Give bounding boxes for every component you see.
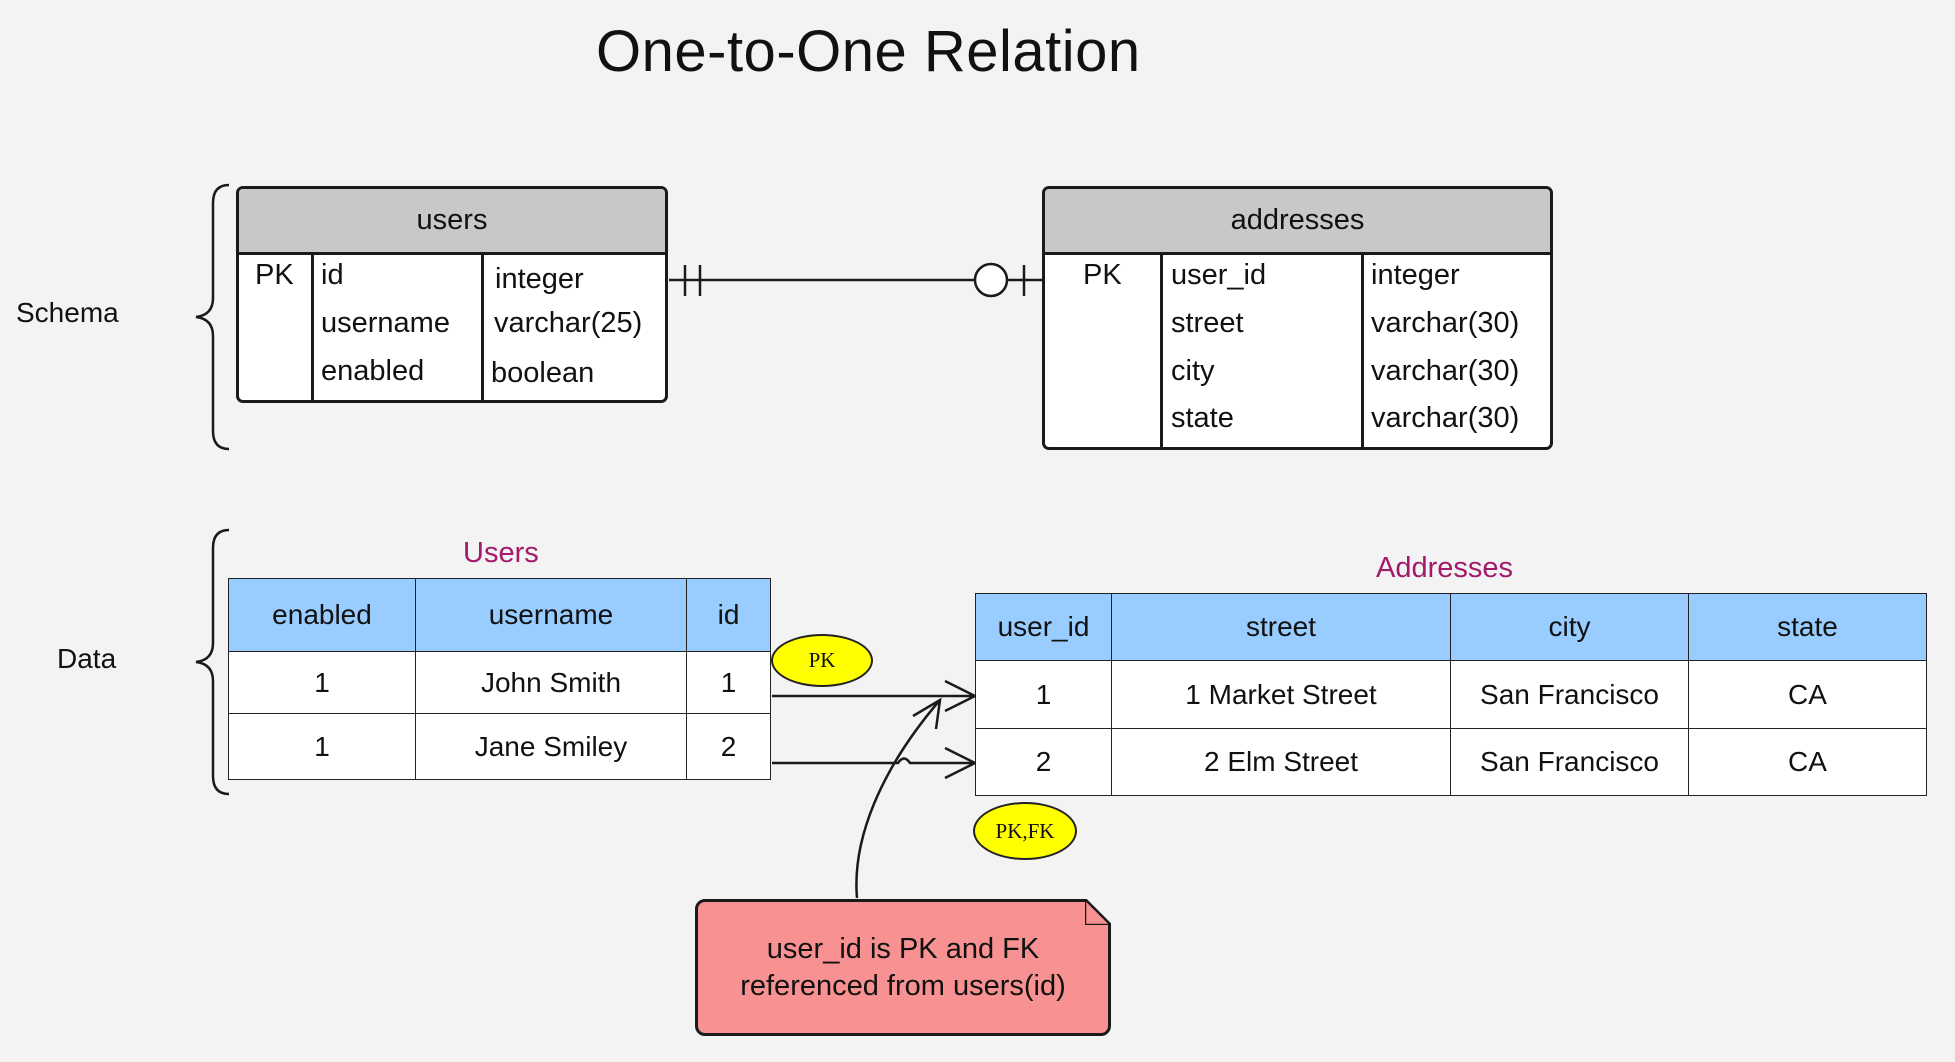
table-header-row: enabled username id	[228, 578, 771, 652]
table-cell: Jane Smiley	[415, 713, 687, 780]
table-cell: John Smith	[415, 651, 687, 714]
users-entity-header: users	[239, 189, 665, 255]
addresses-table-caption: Addresses	[1376, 552, 1514, 584]
table-cell: 2	[686, 713, 771, 780]
users-column-enabled: enabled	[321, 355, 425, 387]
note-pointer-curve	[855, 699, 941, 899]
row2-reference-line	[772, 757, 975, 765]
column-header-city: city	[1450, 593, 1689, 661]
addresses-entity-divider-2	[1361, 255, 1364, 447]
data-label: Data	[57, 643, 117, 674]
zero-optional-circle	[973, 262, 1009, 298]
table-cell: 2 Elm Street	[1111, 728, 1451, 796]
page-title: One-to-One Relation	[596, 19, 1141, 84]
column-header-id: id	[686, 578, 771, 652]
addresses-column-street: street	[1171, 307, 1244, 339]
users-pk-badge: PK	[771, 634, 873, 687]
note-folded-corner	[1085, 899, 1111, 925]
table-cell: 1 Market Street	[1111, 660, 1451, 729]
note-line-1: user_id is PK and FK	[766, 932, 1040, 965]
schema-brace	[195, 183, 230, 451]
table-cell: 1	[975, 660, 1112, 729]
users-entity-divider-1	[311, 255, 314, 400]
column-header-state: state	[1688, 593, 1927, 661]
addresses-column-user-id: user_id	[1171, 259, 1267, 291]
column-header-user-id: user_id	[975, 593, 1112, 661]
table-row: 2 2 Elm Street San Francisco CA	[975, 728, 1927, 796]
table-row: 1 John Smith 1	[228, 651, 771, 714]
note-pointer-arrowhead	[912, 697, 942, 730]
data-brace	[195, 528, 230, 796]
users-data-table: enabled username id 1 John Smith 1 1 Jan…	[228, 578, 771, 780]
column-header-enabled: enabled	[228, 578, 416, 652]
users-column-id: id	[321, 259, 344, 291]
users-column-username: username	[321, 307, 450, 339]
addresses-entity-header: addresses	[1045, 189, 1550, 255]
table-cell: 1	[686, 651, 771, 714]
note-line-2: referenced from users(id)	[740, 969, 1066, 1002]
users-type-enabled: boolean	[491, 357, 595, 389]
users-type-username: varchar(25)	[494, 307, 643, 339]
addresses-data-table: user_id street city state 1 1 Market Str…	[975, 593, 1927, 796]
addresses-type-city: varchar(30)	[1371, 355, 1520, 387]
table-cell: San Francisco	[1450, 660, 1689, 729]
addresses-pk-fk-badge: PK,FK	[973, 802, 1077, 860]
table-cell: 2	[975, 728, 1112, 796]
table-cell: CA	[1688, 728, 1927, 796]
addresses-type-street: varchar(30)	[1371, 307, 1520, 339]
table-cell: 1	[228, 651, 416, 714]
table-row: 1 1 Market Street San Francisco CA	[975, 660, 1927, 729]
table-cell: 1	[228, 713, 416, 780]
addresses-column-city: city	[1171, 355, 1215, 387]
addresses-entity: addresses PK user_id street city state i…	[1042, 186, 1553, 450]
table-row: 1 Jane Smiley 2	[228, 713, 771, 780]
note-callout: user_id is PK and FK referenced from use…	[695, 899, 1111, 1036]
addresses-type-state: varchar(30)	[1371, 402, 1520, 434]
table-cell: CA	[1688, 660, 1927, 729]
table-header-row: user_id street city state	[975, 593, 1927, 661]
users-table-caption: Users	[463, 537, 539, 569]
users-pk-marker: PK	[255, 259, 294, 291]
column-header-street: street	[1111, 593, 1451, 661]
addresses-entity-divider-1	[1160, 255, 1163, 447]
addresses-pk-marker: PK	[1083, 259, 1122, 291]
users-entity-divider-2	[481, 255, 484, 400]
schema-label: Schema	[16, 297, 119, 328]
addresses-column-state: state	[1171, 402, 1234, 434]
users-entity: users PK id username enabled integer var…	[236, 186, 668, 403]
table-cell: San Francisco	[1450, 728, 1689, 796]
addresses-type-user-id: integer	[1371, 259, 1460, 291]
column-header-username: username	[415, 578, 687, 652]
users-type-id: integer	[495, 263, 584, 295]
